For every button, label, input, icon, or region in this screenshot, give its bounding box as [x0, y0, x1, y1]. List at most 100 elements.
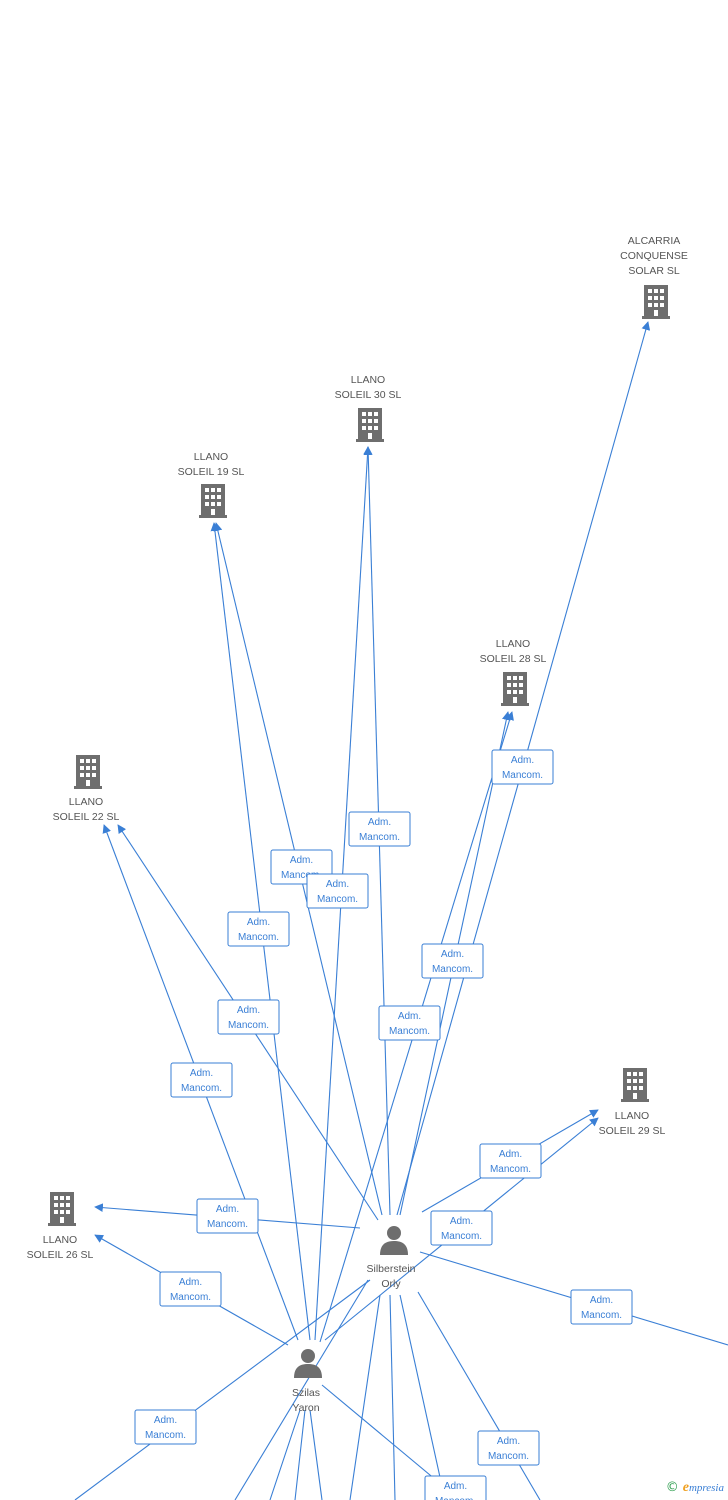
- company-label-line: LLANO: [194, 451, 228, 463]
- person-label-line: Yaron: [292, 1402, 319, 1414]
- role-text: Adm.: [441, 949, 464, 960]
- relation-edge: [74, 1279, 371, 1500]
- role-labels-layer: Adm. Mancom. Adm. Mancom. Adm. Mancom. Adm. Man…: [134, 749, 633, 1500]
- relation-edge: [294, 1409, 306, 1500]
- role-label-adm-mancom[interactable]: Adm. Mancom.: [424, 1475, 487, 1500]
- role-text: Mancom.: [435, 1496, 476, 1500]
- person-label-line: Szilas: [292, 1387, 320, 1399]
- role-text: Mancom.: [502, 770, 543, 781]
- role-text: Mancom.: [281, 870, 322, 881]
- person-icon: [380, 1226, 408, 1255]
- role-text: Mancom.: [238, 932, 279, 943]
- role-label-adm-mancom[interactable]: Adm. Mancom.: [170, 1062, 233, 1098]
- company-node-soleil19[interactable]: LLANO SOLEIL 19 SL: [178, 451, 245, 518]
- role-text: Adm.: [398, 1011, 421, 1022]
- role-text: Adm.: [290, 855, 313, 866]
- company-node-soleil30[interactable]: LLANO SOLEIL 30 SL: [335, 374, 402, 442]
- company-label-line: SOLEIL 28 SL: [480, 653, 547, 665]
- role-label-adm-mancom[interactable]: Adm. Mancom.: [196, 1198, 259, 1234]
- role-text: Adm.: [511, 755, 534, 766]
- role-text: Adm.: [247, 917, 270, 928]
- role-text: Adm.: [326, 879, 349, 890]
- company-label-line: LLANO: [69, 796, 103, 808]
- role-text: Mancom.: [170, 1292, 211, 1303]
- company-label-line: LLANO: [43, 1234, 77, 1246]
- role-text: Adm.: [444, 1481, 467, 1492]
- role-label-adm-mancom[interactable]: Adm. Mancom.: [217, 999, 280, 1035]
- role-text: Adm.: [237, 1005, 260, 1016]
- company-node-alcarria[interactable]: ALCARRIA CONQUENSE SOLAR SL: [620, 235, 688, 319]
- role-label-adm-mancom[interactable]: Adm. Mancom.: [227, 911, 290, 947]
- role-text: Adm.: [499, 1149, 522, 1160]
- company-label-line: LLANO: [351, 374, 385, 386]
- relation-edge: [417, 1291, 541, 1500]
- role-text: Mancom.: [389, 1026, 430, 1037]
- role-text: Mancom.: [432, 964, 473, 975]
- company-node-soleil28[interactable]: LLANO SOLEIL 28 SL: [480, 638, 547, 706]
- relation-edge: [234, 1279, 369, 1500]
- person-label-line: Silberstein: [366, 1263, 415, 1275]
- person-node-silberstein[interactable]: Silberstein Orly: [366, 1226, 416, 1290]
- role-label-adm-mancom[interactable]: Adm. Mancom.: [430, 1210, 493, 1246]
- role-text: Mancom.: [488, 1451, 529, 1462]
- role-label-adm-mancom[interactable]: Adm. Mancom.: [306, 873, 369, 909]
- role-label-adm-mancom[interactable]: Adm. Mancom.: [378, 1005, 441, 1041]
- relation-edge: [389, 1294, 396, 1500]
- role-label-adm-mancom[interactable]: Adm. Mancom.: [421, 943, 484, 979]
- company-node-soleil29[interactable]: LLANO SOLEIL 29 SL: [599, 1068, 666, 1137]
- person-label-line: Orly: [381, 1278, 401, 1290]
- company-label-line: LLANO: [615, 1110, 649, 1122]
- role-text: Adm.: [216, 1204, 239, 1215]
- building-icon: [642, 285, 670, 319]
- role-text: Mancom.: [181, 1083, 222, 1094]
- company-label-line: SOLEIL 26 SL: [27, 1249, 94, 1261]
- relation-edge: [269, 1409, 301, 1500]
- company-node-soleil26[interactable]: LLANO SOLEIL 26 SL: [27, 1192, 94, 1261]
- building-icon: [199, 484, 227, 518]
- role-text: Adm.: [450, 1216, 473, 1227]
- company-label-line: SOLEIL 29 SL: [599, 1125, 666, 1137]
- role-text: Mancom.: [359, 832, 400, 843]
- company-label-line: SOLEIL 19 SL: [178, 466, 245, 478]
- company-label-line: SOLEIL 30 SL: [335, 389, 402, 401]
- role-label-adm-mancom[interactable]: Adm. Mancom.: [348, 811, 411, 847]
- company-label-line: SOLEIL 22 SL: [53, 811, 120, 823]
- role-text: Adm.: [154, 1415, 177, 1426]
- role-text: Adm.: [368, 817, 391, 828]
- company-label-line: ALCARRIA: [628, 235, 681, 247]
- building-icon: [48, 1192, 76, 1226]
- role-text: Adm.: [590, 1295, 613, 1306]
- role-text: Mancom.: [490, 1164, 531, 1175]
- role-label-adm-mancom[interactable]: Adm. Mancom.: [491, 749, 554, 785]
- role-text: Adm.: [179, 1277, 202, 1288]
- relation-edge: [399, 1294, 446, 1500]
- role-label-adm-mancom[interactable]: Adm. Mancom.: [134, 1409, 197, 1445]
- logo-initial: e: [682, 1480, 689, 1495]
- role-text: Mancom.: [317, 894, 358, 905]
- logo-text: mpresia: [688, 1482, 724, 1494]
- role-text: Mancom.: [228, 1020, 269, 1031]
- company-label-line: LLANO: [496, 638, 530, 650]
- copyright-icon: ©: [665, 1480, 679, 1495]
- building-icon: [356, 408, 384, 442]
- role-label-adm-mancom[interactable]: Adm. Mancom.: [477, 1430, 540, 1466]
- role-text: Adm.: [190, 1068, 213, 1079]
- role-text: Adm.: [497, 1436, 520, 1447]
- company-node-soleil22[interactable]: LLANO SOLEIL 22 SL: [53, 755, 120, 823]
- company-label-line: SOLAR SL: [628, 265, 680, 277]
- role-text: Mancom.: [207, 1219, 248, 1230]
- role-text: Mancom.: [441, 1231, 482, 1242]
- company-label-line: CONQUENSE: [620, 250, 688, 262]
- building-icon: [621, 1068, 649, 1102]
- building-icon: [501, 672, 529, 706]
- role-label-adm-mancom[interactable]: Adm. Mancom.: [159, 1271, 222, 1307]
- role-text: Mancom.: [581, 1310, 622, 1321]
- relation-edge: [349, 1294, 381, 1500]
- role-label-adm-mancom[interactable]: Adm. Mancom.: [479, 1143, 542, 1179]
- person-node-szilas[interactable]: Szilas Yaron: [292, 1349, 322, 1414]
- role-label-adm-mancom[interactable]: Adm. Mancom.: [570, 1289, 633, 1325]
- building-icon: [74, 755, 102, 789]
- role-text: Mancom.: [145, 1430, 186, 1441]
- empresia-logo[interactable]: ©empresia: [666, 1480, 724, 1496]
